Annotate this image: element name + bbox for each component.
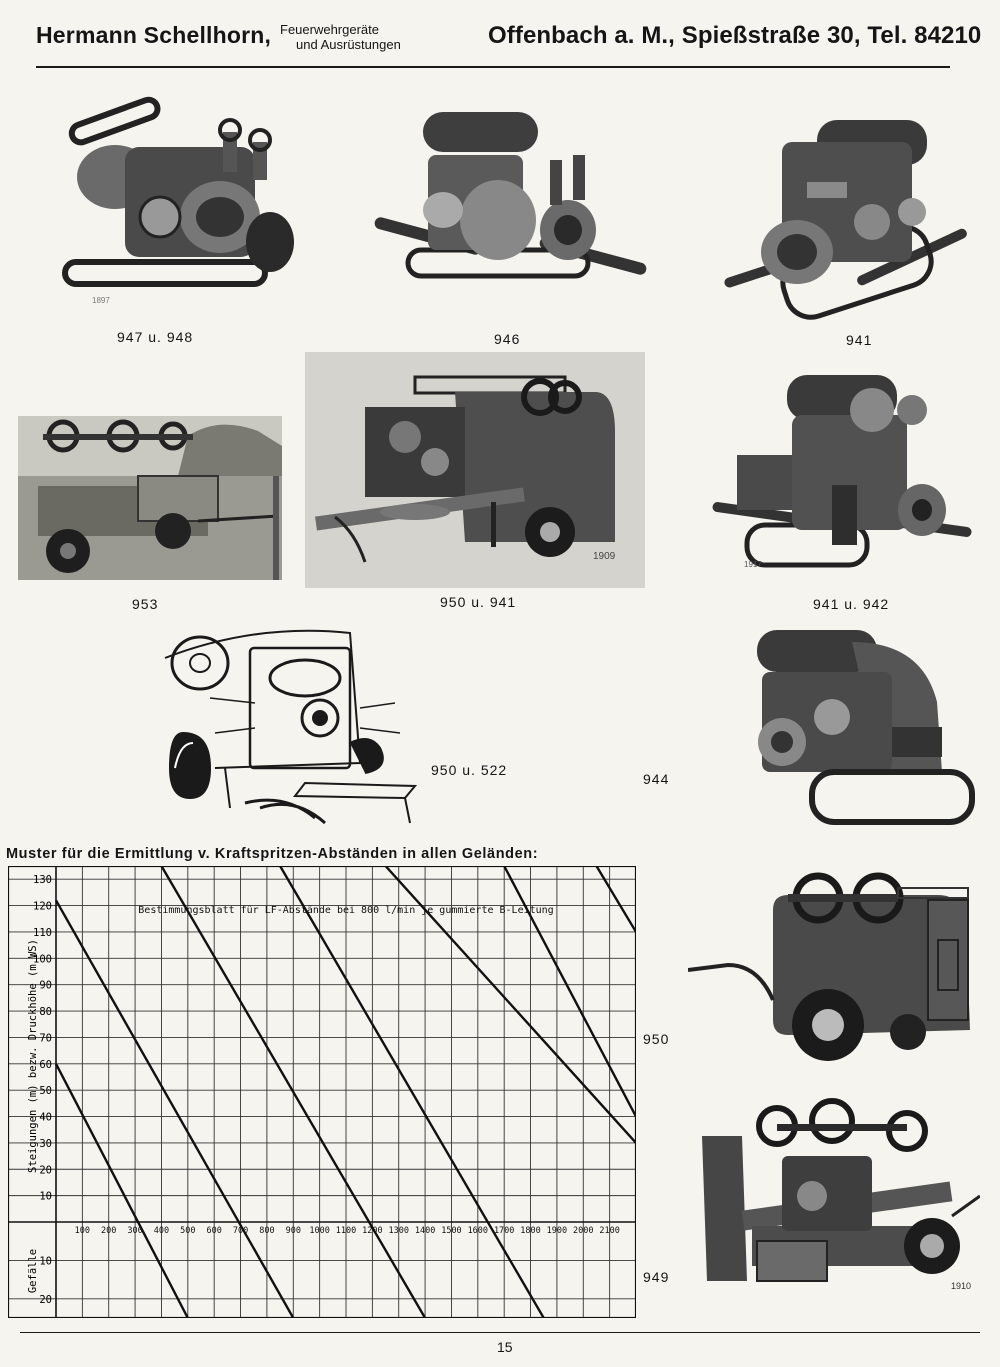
y-tick-label: 70	[39, 1032, 52, 1044]
x-tick-label: 800	[259, 1226, 274, 1236]
y-tick-label: 10	[39, 1191, 52, 1203]
photo-trailer-949	[692, 1096, 980, 1314]
company-subtitle: Feuerwehrgeräte und Ausrüstungen	[280, 22, 401, 52]
x-tick-label: 2100	[599, 1226, 619, 1236]
y-tick-label-lower: 20	[39, 1294, 52, 1306]
x-tick-label: 1800	[520, 1226, 540, 1236]
company-name: Hermann Schellhorn,	[36, 22, 272, 48]
chart-heading: Muster für die Ermittlung v. Kraftspritz…	[6, 846, 539, 862]
page-number: 15	[497, 1339, 513, 1355]
chart-inner-title: Bestimmungsblatt für LF-Abstände bei 800…	[138, 905, 553, 916]
photo-pump-941-942	[712, 370, 980, 582]
subtitle-line-2: und Ausrüstungen	[296, 37, 401, 52]
x-tick-label: 100	[75, 1226, 90, 1236]
chart-ylabel: Steigungen (m) bezw. Druckhöhe (m WS)	[27, 939, 39, 1173]
x-tick-label: 1200	[362, 1226, 382, 1236]
y-tick-label: 100	[33, 953, 52, 965]
drawing-trailer-950-522	[155, 618, 425, 824]
chart-series-line	[54, 1063, 189, 1318]
x-tick-label: 1300	[388, 1226, 408, 1236]
y-tick-label: 130	[33, 874, 52, 886]
photo-number-1897: 1897	[92, 296, 110, 305]
chart-frame	[8, 866, 636, 1318]
y-tick-label: 80	[39, 1006, 52, 1018]
y-tick-label: 60	[39, 1059, 52, 1071]
y-tick-label: 30	[39, 1138, 52, 1150]
y-tick-label: 40	[39, 1112, 52, 1124]
caption-950: 950	[643, 1031, 670, 1047]
chart-series	[54, 866, 636, 1318]
caption-947-948: 947 u. 948	[117, 329, 194, 345]
caption-944: 944	[643, 771, 670, 787]
y-tick-label: 110	[33, 927, 52, 939]
y-tick-label: 50	[39, 1085, 52, 1097]
y-tick-label: 20	[39, 1164, 52, 1176]
chart-series-line	[160, 866, 427, 1318]
photo-number-1917: 1917	[744, 560, 762, 569]
chart-series-line	[54, 899, 295, 1318]
caption-950-522: 950 u. 522	[431, 762, 508, 778]
subtitle-line-1: Feuerwehrgeräte	[280, 22, 379, 37]
company-address: Offenbach a. M., Spießstraße 30, Tel. 84…	[488, 22, 982, 49]
x-tick-label: 1600	[468, 1226, 488, 1236]
x-tick-label: 1500	[441, 1226, 461, 1236]
photo-number-1910: 1910	[951, 1281, 972, 1291]
x-tick-label: 1900	[547, 1226, 567, 1236]
chart-series-line	[384, 866, 636, 1144]
x-tick-label: 1700	[494, 1226, 514, 1236]
footer-rule	[20, 1332, 980, 1333]
header-rule	[36, 66, 950, 68]
x-tick-label: 400	[154, 1226, 169, 1236]
x-tick-label: 600	[207, 1226, 222, 1236]
caption-946: 946	[494, 331, 521, 347]
x-tick-label: 900	[286, 1226, 301, 1236]
caption-953: 953	[132, 596, 159, 612]
caption-949: 949	[643, 1269, 670, 1285]
photo-trailer-950	[688, 870, 980, 1068]
x-tick-label: 200	[101, 1226, 116, 1236]
photo-pump-944	[732, 622, 982, 838]
y-tick-label: 120	[33, 901, 52, 913]
chart-series-line	[279, 866, 545, 1318]
x-tick-label: 1400	[415, 1226, 435, 1236]
photo-number-1909: 1909	[593, 551, 616, 562]
x-tick-label: 2000	[573, 1226, 593, 1236]
photo-pump-947	[55, 92, 310, 322]
chart-grid	[8, 866, 636, 1318]
chart-ticks: 130 120 110 100 90 80 70 60 50 40 30 20 10 10 20 100 200…	[33, 874, 620, 1306]
x-tick-label: 1100	[336, 1226, 356, 1236]
y-tick-label-lower: 10	[39, 1255, 52, 1267]
caption-941: 941	[846, 332, 873, 348]
chart-ylabel-lower: Gefälle	[27, 1249, 39, 1293]
photo-trailer-950-941	[305, 352, 645, 588]
chart-series-line	[503, 866, 636, 1118]
photo-trailer-953	[18, 416, 282, 580]
distance-chart: 130 120 110 100 90 80 70 60 50 40 30 20 10 10 20 100 200…	[8, 866, 636, 1318]
x-tick-label: 1000	[309, 1226, 329, 1236]
x-tick-label: 300	[127, 1226, 142, 1236]
x-tick-label: 700	[233, 1226, 248, 1236]
chart-series-line	[595, 866, 636, 933]
y-tick-label: 90	[39, 980, 52, 992]
x-tick-label: 500	[180, 1226, 195, 1236]
photo-pump-941	[722, 112, 972, 324]
caption-941-942: 941 u. 942	[813, 596, 890, 612]
caption-950-941: 950 u. 941	[440, 594, 517, 610]
photo-pump-946	[368, 100, 648, 322]
